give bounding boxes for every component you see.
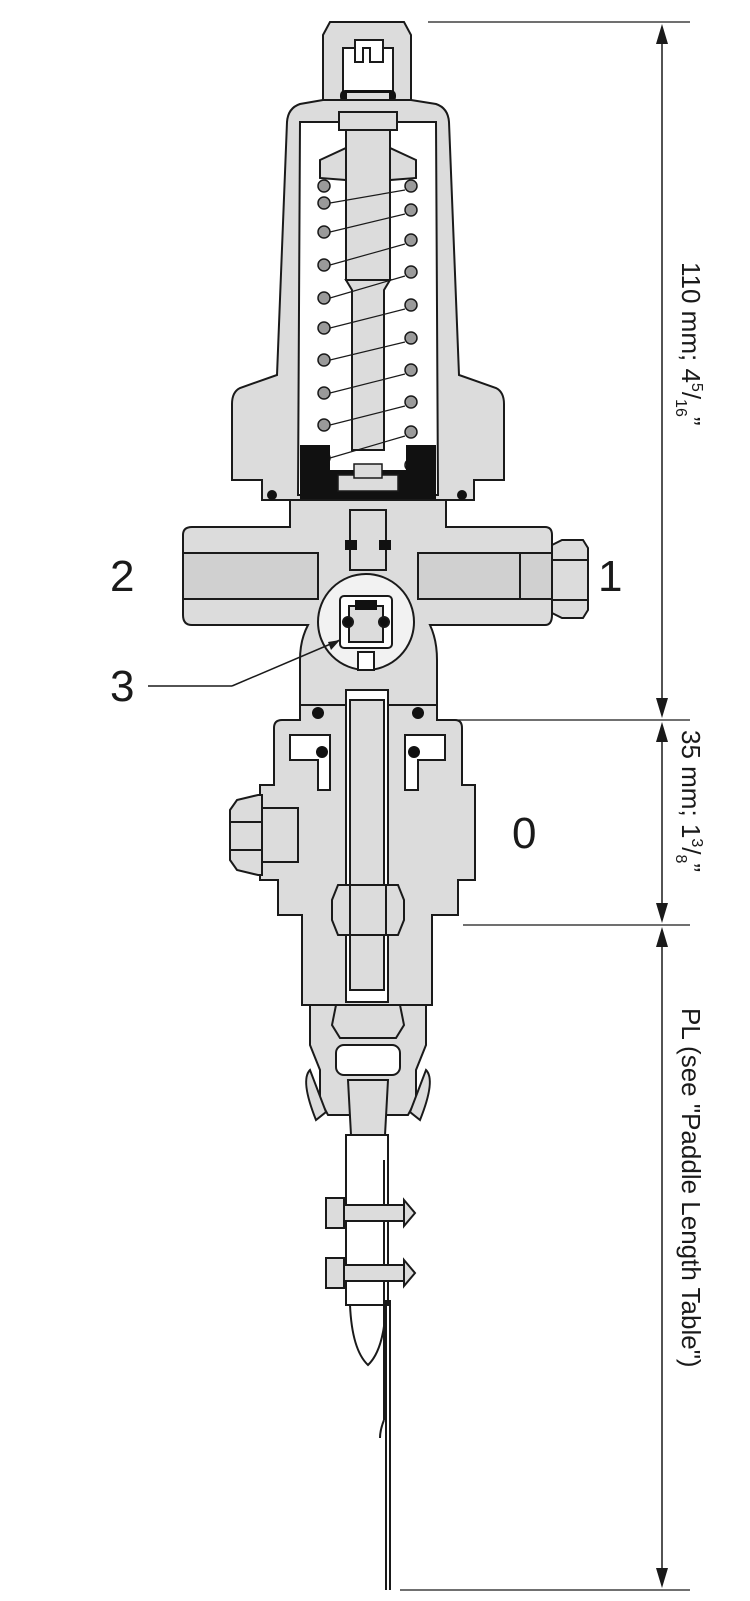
dimension-text-middle: 35 mm; 13/8” — [672, 730, 706, 872]
dim-mid-suffix: ” — [676, 863, 706, 872]
diaphragm-seal — [267, 445, 467, 510]
side-hex-nut — [229, 794, 299, 876]
label-part-3: 3 — [110, 662, 134, 711]
spindle — [319, 111, 417, 451]
dim-top-prefix: 110 mm; 4 — [676, 262, 706, 383]
dim-mid-sup: 3 — [688, 838, 705, 847]
dimension-line-middle — [656, 722, 668, 923]
lower-coupling — [305, 1004, 431, 1122]
dimension-text-top: 110 mm; 45/16” — [672, 262, 706, 426]
dim-mid-sub: 8 — [672, 855, 689, 864]
label-port-1: 1 — [598, 552, 622, 601]
dimension-text-bottom: PL (see "Paddle Length Table") — [676, 1008, 706, 1368]
dimension-line-bottom — [656, 927, 668, 1588]
paddle-shaft — [345, 1079, 391, 1590]
dim-mid-prefix: 35 mm; 1 — [676, 730, 706, 838]
label-port-2: 2 — [110, 552, 134, 601]
paddle-bolts — [325, 1197, 417, 1289]
spring-wires — [329, 189, 406, 459]
label-part-0: 0 — [512, 809, 536, 858]
dim-top-sup: 5 — [688, 383, 705, 392]
dim-mid-slash: / — [676, 847, 706, 855]
leader-line-3 — [148, 639, 341, 687]
lower-o-rings — [312, 707, 424, 758]
dimension-line-top — [656, 24, 668, 718]
valve-ball — [317, 573, 415, 671]
dim-top-suffix: ” — [676, 417, 706, 426]
lower-adapter — [259, 689, 476, 1041]
dim-top-sub: 16 — [672, 399, 689, 417]
dimension-extension-lines — [400, 21, 690, 1591]
inlet-nut — [551, 539, 589, 619]
dim-top-slash: / — [676, 392, 706, 400]
inner-hex — [331, 884, 405, 936]
